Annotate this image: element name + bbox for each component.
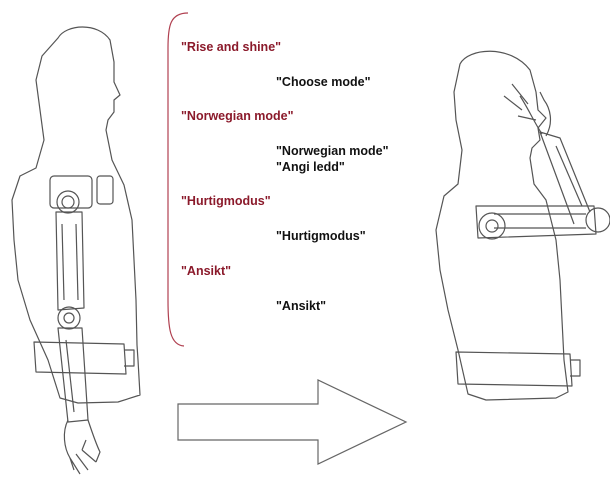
command-label: "Norwegian mode" bbox=[181, 108, 294, 124]
right-hand bbox=[504, 84, 550, 136]
right-shoulder-joint-inner bbox=[486, 220, 498, 232]
right-person-figure bbox=[436, 51, 610, 400]
response-label: "Hurtigmodus" bbox=[276, 228, 366, 244]
left-shoulder-joint bbox=[57, 191, 79, 213]
response-label: "Norwegian mode" bbox=[276, 143, 389, 159]
left-shoulder-joint-inner bbox=[62, 196, 74, 208]
left-upper-arm-rail bbox=[62, 224, 64, 300]
left-person-figure bbox=[12, 27, 140, 474]
command-label: "Hurtigmodus" bbox=[181, 193, 271, 209]
right-head-torso-outline bbox=[436, 51, 568, 400]
transition-arrow bbox=[178, 380, 406, 464]
right-belt bbox=[456, 352, 572, 386]
response-label: "Choose mode" bbox=[276, 74, 371, 90]
left-hand bbox=[64, 420, 100, 474]
right-shoulder-joint bbox=[479, 213, 505, 239]
response-label: "Ansikt" bbox=[276, 298, 326, 314]
command-label: "Rise and shine" bbox=[181, 39, 281, 55]
command-label: "Ansikt" bbox=[181, 263, 231, 279]
right-forearm bbox=[540, 132, 590, 224]
left-elbow-joint bbox=[58, 307, 80, 329]
left-head-torso-outline bbox=[12, 27, 140, 403]
right-upper-arm bbox=[476, 206, 596, 238]
left-elbow-joint-inner bbox=[64, 313, 74, 323]
command-brace bbox=[168, 13, 188, 346]
left-upper-arm-rail-2 bbox=[76, 224, 78, 300]
left-back-unit bbox=[97, 176, 113, 204]
right-forearm-rail bbox=[556, 146, 582, 206]
response-label: "Angi ledd" bbox=[276, 159, 345, 175]
left-upper-arm bbox=[56, 212, 84, 310]
left-belt bbox=[34, 342, 126, 374]
